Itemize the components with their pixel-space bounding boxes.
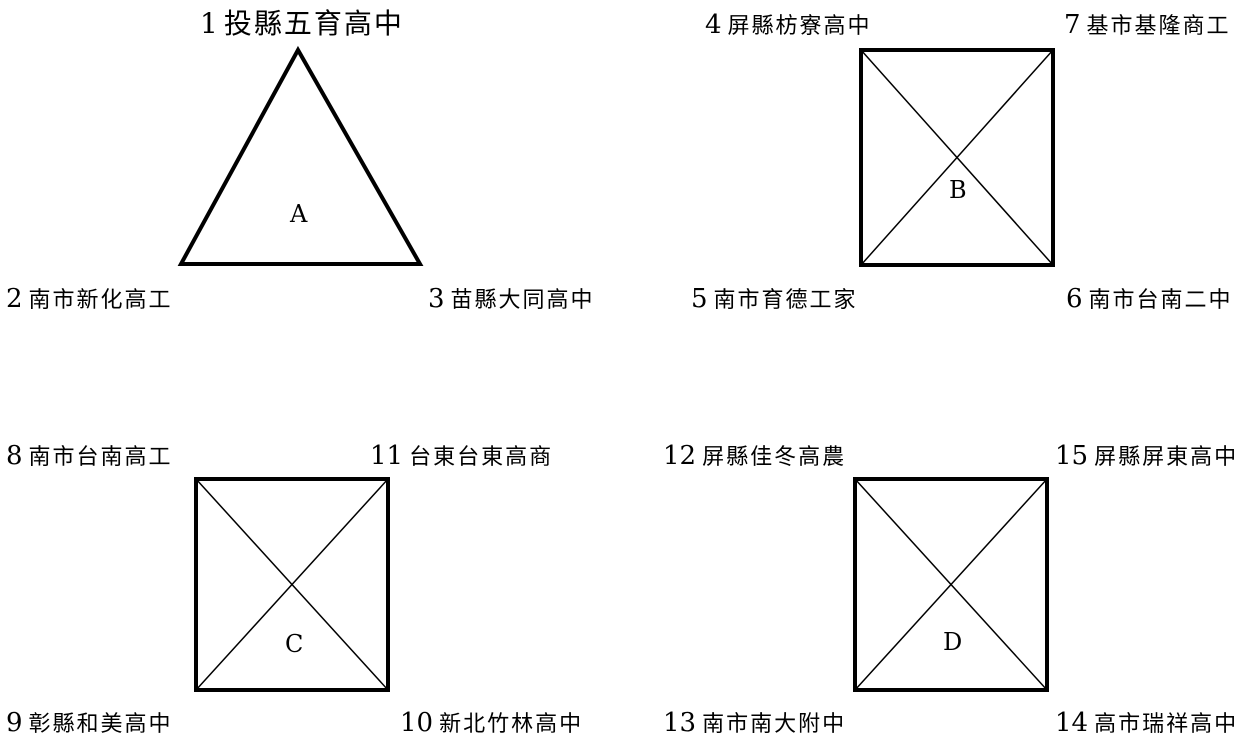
- team-name: 台東台東高商: [409, 445, 554, 470]
- team-name: 彰縣和美高中: [28, 712, 173, 737]
- team-seed: 14: [1055, 708, 1089, 738]
- team-name: 苗縣大同高中: [450, 288, 595, 313]
- team-name: 新北竹林高中: [439, 712, 584, 737]
- group-d-letter: D: [943, 628, 963, 656]
- group-c-diagonal-2: [195, 478, 389, 691]
- team-seed: 8: [6, 441, 23, 471]
- team-seed: 9: [6, 708, 23, 738]
- group-d-square: [853, 477, 1049, 692]
- team-name: 屏縣屏東高中: [1094, 445, 1239, 470]
- team-seed: 6: [1066, 284, 1083, 314]
- team-name: 基市基隆商工: [1086, 14, 1231, 39]
- team-name: 投縣五育高中: [223, 7, 404, 40]
- team-seed: 1: [200, 7, 218, 40]
- team-seed: 12: [663, 441, 697, 471]
- team-name: 屏縣佳冬高農: [702, 445, 847, 470]
- team-seed: 2: [6, 284, 23, 314]
- group-b-diagonal-2: [860, 49, 1054, 266]
- team-seed: 4: [705, 10, 722, 40]
- team-seed: 7: [1064, 10, 1081, 40]
- team-name: 南市台南高工: [28, 445, 173, 470]
- team-seed: 10: [400, 708, 434, 738]
- group-c-square: [194, 477, 390, 692]
- team-name: 南市台南二中: [1088, 288, 1233, 313]
- group-b-square: [859, 48, 1055, 267]
- group-b-letter: B: [949, 176, 967, 204]
- team-seed: 11: [370, 441, 404, 471]
- group-d-diagonal-2: [854, 478, 1048, 691]
- team-seed: 13: [663, 708, 697, 738]
- team-name: 屏縣枋寮高中: [727, 14, 872, 39]
- group-c-letter: C: [285, 630, 304, 658]
- team-seed: 3: [428, 284, 445, 314]
- group-a-letter: A: [290, 200, 308, 228]
- team-name: 南市新化高工: [28, 288, 173, 313]
- team-seed: 5: [691, 284, 708, 314]
- group-a-triangle: [177, 45, 424, 266]
- team-seed: 15: [1055, 441, 1089, 471]
- team-name: 南市南大附中: [702, 712, 847, 737]
- team-name: 南市育德工家: [713, 288, 858, 313]
- team-name: 高市瑞祥高中: [1094, 712, 1239, 737]
